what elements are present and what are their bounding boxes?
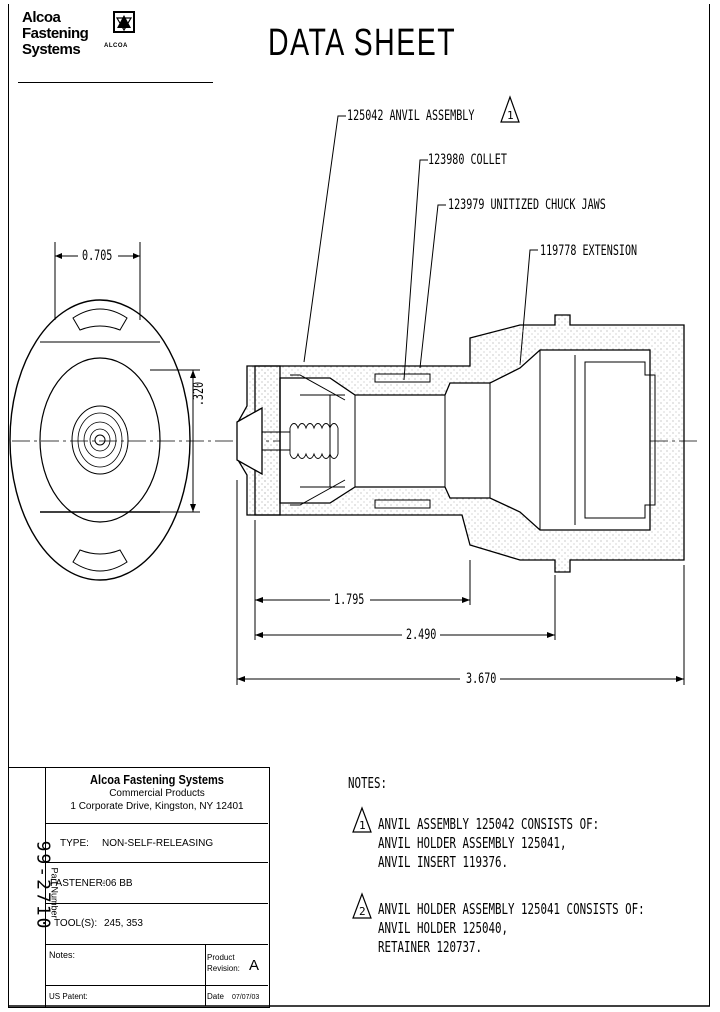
anvil-flag-icon <box>500 95 520 123</box>
dim-width-top: 0.705 <box>82 248 113 264</box>
dim-length-3: 3.670 <box>466 671 497 687</box>
note-1-line-2: ANVIL HOLDER ASSEMBLY 125041, <box>378 834 567 852</box>
tb-divider-3 <box>46 903 268 904</box>
logo-line-2: Fastening <box>22 25 89 42</box>
date-value: 07/07/03 <box>232 994 260 1001</box>
part-number-label: Part Number <box>49 867 60 919</box>
callout-collet: 123980 COLLET <box>428 152 507 168</box>
end-view <box>9 299 191 581</box>
company-division: Commercial Products <box>109 788 205 799</box>
tb-divider-2 <box>46 862 268 863</box>
date-label: Date <box>207 992 224 1001</box>
revision-value: A <box>249 957 260 974</box>
note-2-line-1: ANVIL HOLDER ASSEMBLY 125041 CONSISTS OF… <box>378 900 645 918</box>
dim-height-side: .320 <box>190 381 207 407</box>
anvil-flag-number: 1 <box>507 109 514 122</box>
company-logo-text: Alcoa Fastening Systems <box>22 9 89 58</box>
tb-divider-4 <box>46 944 268 945</box>
drawing-frame <box>8 4 710 1006</box>
type-value: NON-SELF-RELEASING <box>102 838 214 849</box>
fastener-value: -06 BB <box>102 878 133 889</box>
page-title: DATA SHEET <box>268 22 457 64</box>
alcoa-logo-icon <box>113 11 135 33</box>
note-2-line-3: RETAINER 120737. <box>378 938 483 956</box>
note-2-flag-icon <box>352 892 372 919</box>
type-label: TYPE: <box>60 838 89 849</box>
note-1-line-3: ANVIL INSERT 119376. <box>378 853 509 871</box>
callout-extension: 119778 EXTENSION <box>540 243 638 259</box>
tools-label: TOOL(S): <box>54 918 98 929</box>
tools-value: 245, 353 <box>104 918 143 929</box>
callout-chuck-jaws: 123979 UNITIZED CHUCK JAWS <box>448 197 606 213</box>
revision-label-1: Product <box>207 953 235 962</box>
notes-heading: NOTES: <box>348 774 388 792</box>
fastener-label: FASTENER: <box>50 878 106 889</box>
note-1-flag-icon <box>352 806 372 833</box>
note-2-line-2: ANVIL HOLDER 125040, <box>378 919 509 937</box>
title-block-company: Alcoa Fastening Systems Commercial Produ… <box>46 772 268 813</box>
tb-divider-1 <box>46 823 268 824</box>
note-2-flag-number: 2 <box>359 905 366 918</box>
company-address: 1 Corporate Drive, Kingston, NY 12401 <box>70 801 244 812</box>
tb-divider-5 <box>46 985 268 986</box>
header-divider <box>18 82 213 83</box>
us-patent-label: US Patent: <box>49 992 88 1001</box>
logo-line-1: Alcoa <box>22 9 61 26</box>
company-name: Alcoa Fastening Systems <box>90 772 224 787</box>
logo-line-3: Systems <box>22 41 81 58</box>
notes-label: Notes: <box>49 950 76 960</box>
part-number-column <box>8 767 46 1008</box>
note-1-flag-number: 1 <box>359 819 366 832</box>
note-1-line-1: ANVIL ASSEMBLY 125042 CONSISTS OF: <box>378 815 600 833</box>
tb-vertical-divider <box>205 944 206 1006</box>
callout-anvil-assembly: 125042 ANVIL ASSEMBLY <box>347 108 475 124</box>
dim-length-1: 1.795 <box>334 592 365 608</box>
logo-mark-text: ALCOA <box>104 43 128 49</box>
revision-label-2: Revision: <box>207 964 240 973</box>
dim-length-2: 2.490 <box>406 627 437 643</box>
section-view <box>236 314 685 573</box>
title-block <box>8 767 270 1008</box>
